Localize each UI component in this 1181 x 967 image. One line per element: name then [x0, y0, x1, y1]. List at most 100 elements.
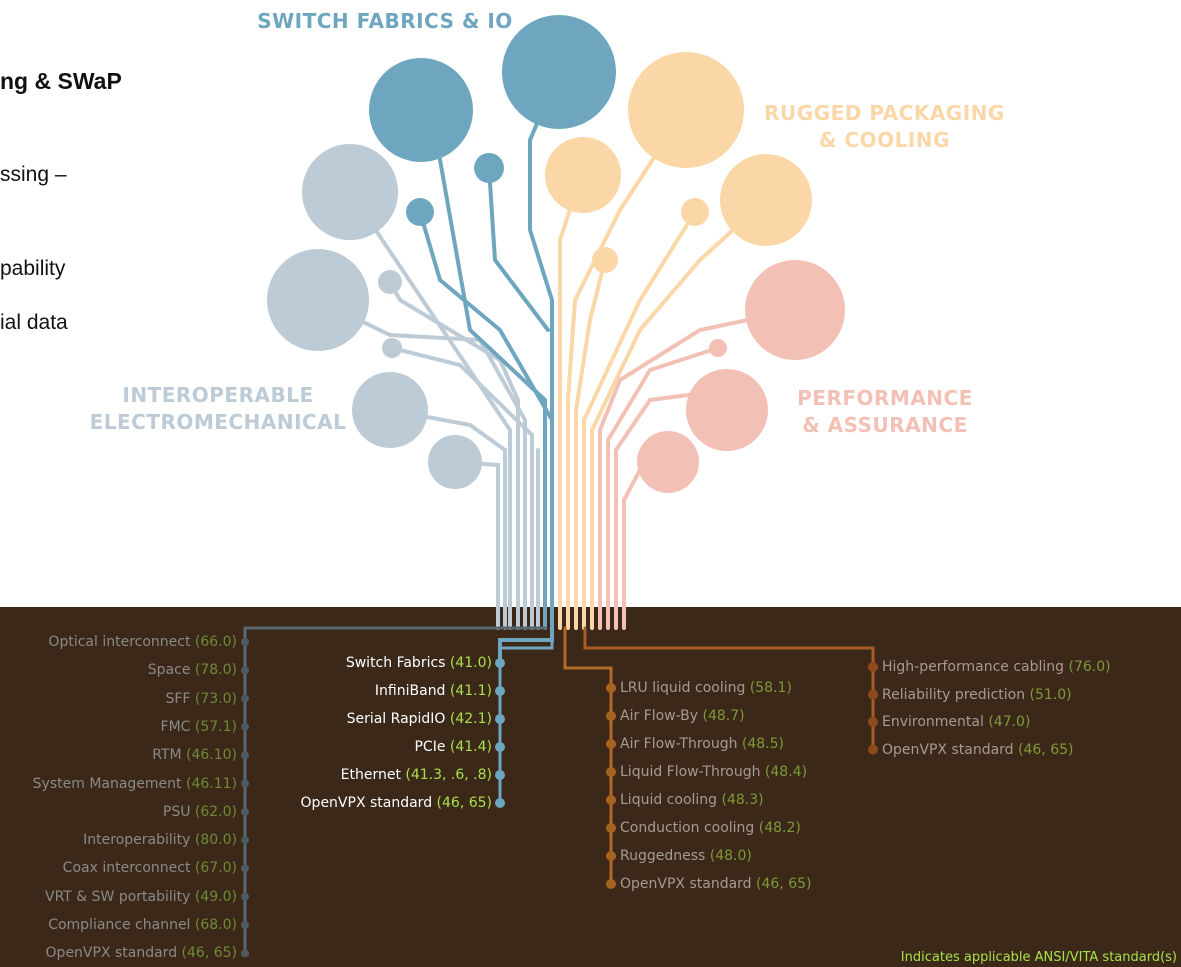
standard-name: OpenVPX standard [882, 741, 1014, 758]
interop-circles [267, 144, 482, 489]
standard-number: (48.5) [737, 736, 785, 752]
standard-name: Liquid Flow-Through [620, 764, 761, 780]
standard-name: PSU [162, 803, 191, 820]
rugged-standard-item: Air Flow-Through (48.5) [620, 735, 784, 753]
interop-standard-item: SFF (73.0) [165, 690, 237, 708]
rugged-connector [563, 626, 613, 887]
slide-title: ng & SWaP [0, 68, 122, 94]
standard-number: (67.0) [190, 860, 237, 877]
connector-dot [241, 722, 249, 731]
standard-name: FMC [160, 718, 191, 735]
perf-standard-item: Reliability prediction (51.0) [882, 686, 1072, 704]
standard-name: OpenVPX standard [45, 945, 178, 962]
connector-dot [606, 823, 616, 833]
standard-number: (73.0) [190, 690, 237, 707]
category-performance: PERFORMANCE & ASSURANCE [797, 386, 973, 437]
connector-dot [606, 795, 616, 805]
standard-number: (41.0) [445, 655, 492, 671]
standard-name: VRT & SW portability [45, 888, 191, 905]
standard-number: (46, 65) [751, 876, 812, 892]
connector-dot [868, 689, 878, 700]
standard-name: Coax interconnect [62, 860, 191, 877]
connector-dot [241, 751, 249, 760]
standard-number: (58.1) [745, 680, 792, 696]
legend-note: Indicates applicable ANSI/VITA standard(… [900, 950, 1177, 965]
perf-standard-item: Environmental (47.0) [882, 713, 1030, 731]
rugged-branches [558, 108, 768, 630]
connector-dot [241, 638, 249, 646]
connector-dot [241, 694, 249, 703]
standard-number: (46, 65) [1013, 741, 1074, 758]
rugged-standard-item: Ruggedness (48.0) [620, 847, 752, 865]
standard-name: Air Flow-Through [620, 736, 738, 752]
connector-dot [495, 770, 505, 780]
interop-standard-item: FMC (57.1) [161, 718, 237, 736]
standard-name: System Management [32, 775, 182, 792]
connector-dot [606, 851, 616, 861]
connector-dot [241, 921, 249, 929]
switch-circles [369, 15, 616, 226]
standard-number: (48.4) [760, 764, 808, 780]
rugged-standard-item: Air Flow-By (48.7) [620, 707, 745, 725]
connector-dot [606, 767, 616, 777]
standard-number: (46.10) [181, 747, 237, 764]
connector-dot [606, 879, 616, 889]
standard-number: (41.1) [445, 683, 492, 699]
standard-number: (57.1) [190, 718, 237, 735]
category-switch-fabrics: SWITCH FABRICS & IO [257, 9, 513, 33]
rugged-standard-item: LRU liquid cooling (58.1) [620, 679, 792, 697]
interop-connector [243, 626, 547, 955]
connector-dot [495, 658, 505, 668]
switch-connector [498, 626, 554, 805]
connector-dot [495, 798, 505, 808]
standard-number: (68.0) [190, 917, 237, 933]
connector-dot [241, 779, 249, 788]
standard-name: Compliance channel [48, 917, 191, 933]
interop-standard-item: Optical interconnect (66.0) [48, 633, 237, 651]
interop-standard-item: PSU (62.0) [163, 803, 237, 821]
rugged-standard-item: Liquid cooling (48.3) [620, 791, 764, 809]
standard-name: Environmental [882, 714, 984, 730]
interop-standard-item: Coax interconnect (67.0) [63, 859, 237, 877]
perf-circles [637, 260, 845, 493]
switch-standard-item: Ethernet (41.3, .6, .8) [341, 766, 492, 784]
standard-name: Optical interconnect [48, 634, 191, 650]
connector-dot [495, 742, 505, 752]
switch-standard-item: OpenVPX standard (46, 65) [301, 794, 492, 812]
connector-dot [606, 711, 616, 721]
standard-name: Space [147, 662, 191, 679]
standard-name: PCIe [414, 739, 446, 755]
interop-standard-item: System Management (46.11) [33, 775, 237, 793]
standard-number: (66.0) [190, 634, 237, 650]
standard-name: Liquid cooling [620, 792, 718, 808]
interop-standard-item: Space (78.0) [148, 661, 237, 679]
slide-bullet-1: ssing – [0, 163, 67, 186]
interop-standard-item: VRT & SW portability (49.0) [45, 888, 237, 906]
standard-number: (46, 65) [432, 795, 492, 811]
standard-number: (41.4) [445, 739, 492, 755]
connector-dot [606, 683, 616, 693]
rugged-circles [545, 52, 812, 273]
standard-number: (48.3) [717, 792, 764, 808]
standard-number: (76.0) [1064, 659, 1111, 675]
standard-name: OpenVPX standard [300, 795, 433, 811]
standard-number: (62.0) [190, 803, 237, 820]
interop-standard-item: Compliance channel (68.0) [48, 916, 237, 934]
standard-name: Interoperability [83, 832, 191, 849]
connector-dot [868, 744, 878, 755]
perf-standard-item: OpenVPX standard (46, 65) [882, 741, 1073, 759]
standard-name: LRU liquid cooling [620, 680, 746, 696]
standard-number: (42.1) [445, 711, 492, 727]
standard-name: High-performance cabling [882, 659, 1065, 675]
connector-dot [241, 807, 249, 816]
switch-standard-item: InfiniBand (41.1) [375, 682, 492, 700]
standard-name: SFF [165, 690, 191, 707]
connector-dot [868, 717, 878, 727]
rugged-standard-item: OpenVPX standard (46, 65) [620, 875, 811, 893]
rugged-standard-item: Liquid Flow-Through (48.4) [620, 763, 807, 781]
standard-number: (51.0) [1025, 686, 1072, 703]
standard-name: Switch Fabrics [345, 655, 446, 671]
standard-number: (48.7) [698, 708, 745, 724]
connector-dot [606, 739, 616, 749]
switch-standard-item: Serial RapidIO (42.1) [347, 710, 492, 728]
